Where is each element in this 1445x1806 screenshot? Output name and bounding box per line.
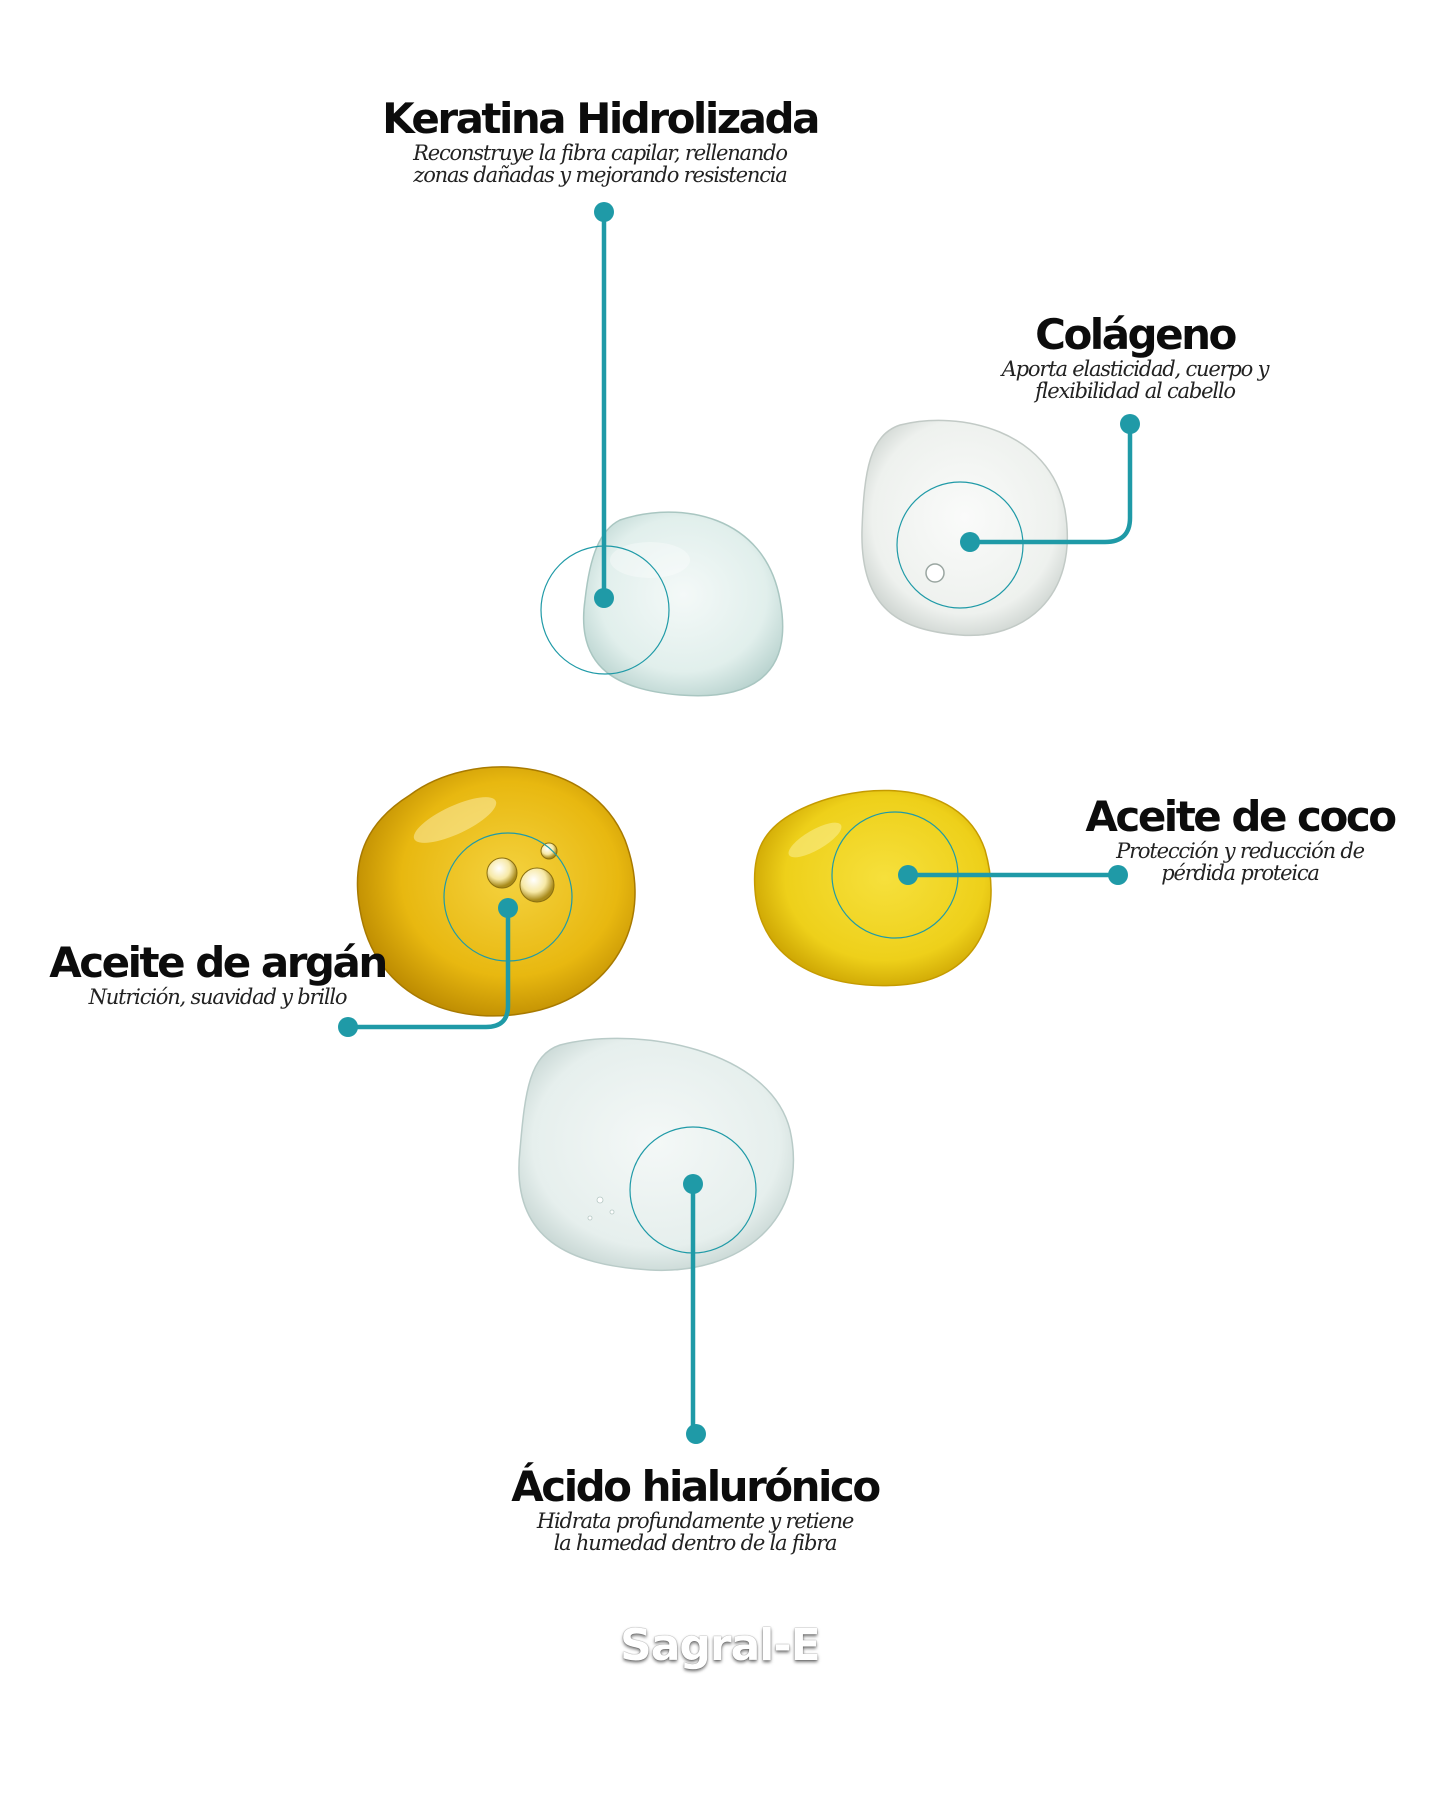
argan-center-dot xyxy=(498,898,518,918)
brand-logo-text: Sagral-E xyxy=(620,1620,821,1671)
acido-label: Ácido hialurónico Hidrata profundamente … xyxy=(480,1462,910,1555)
coco-center-dot xyxy=(898,865,918,885)
acido-title: Ácido hialurónico xyxy=(511,1462,881,1511)
colageno-center-dot xyxy=(960,532,980,552)
acido-desc-line-1: Hidrata profundamente y retiene xyxy=(536,1509,855,1533)
acido-center-dot xyxy=(683,1174,703,1194)
colageno-focus-ring xyxy=(896,481,1024,609)
keratina-end-dot xyxy=(594,202,614,222)
keratina-title: Keratina Hidrolizada xyxy=(382,94,820,143)
acido-desc-line-2: la humedad dentro de la fibra xyxy=(553,1531,838,1555)
colageno-label: Colágeno Aporta elasticidad, cuerpo y fl… xyxy=(990,310,1280,403)
colageno-title: Colágeno xyxy=(1035,310,1237,359)
coco-desc-line-2: pérdida proteica xyxy=(1161,861,1320,885)
argan-connector xyxy=(345,905,511,1030)
coco-description: Protección y reducción de pérdida protei… xyxy=(1075,840,1405,884)
colageno-connector xyxy=(967,421,1133,545)
coco-end-dot xyxy=(1108,865,1128,885)
keratina-desc-line-1: Reconstruye la fibra capilar, rellenando xyxy=(413,141,788,165)
coco-drop xyxy=(753,789,992,987)
keratina-drop xyxy=(582,511,784,697)
argan-end-dot xyxy=(338,1017,358,1037)
keratina-center-dot xyxy=(594,588,614,608)
argan-title: Aceite de argán xyxy=(49,938,388,987)
acido-end-dot xyxy=(686,1424,706,1444)
keratina-desc-line-2: zonas dañadas y mejorando resistencia xyxy=(413,163,787,187)
acido-description: Hidrata profundamente y retiene la humed… xyxy=(480,1510,910,1554)
colageno-desc-line-2: flexibilidad al cabello xyxy=(1035,379,1236,403)
colageno-end-dot xyxy=(1120,414,1140,434)
coco-desc-line-1: Protección y reducción de xyxy=(1116,839,1365,863)
keratina-label: Keratina Hidrolizada Reconstruye la fibr… xyxy=(340,94,860,187)
argan-label: Aceite de argán Nutrición, suavidad y br… xyxy=(45,938,390,1009)
colageno-description: Aporta elasticidad, cuerpo y flexibilida… xyxy=(990,358,1280,402)
colageno-desc-line-1: Aporta elasticidad, cuerpo y xyxy=(1001,357,1270,381)
argan-drop xyxy=(356,766,636,1017)
argan-desc-line-1: Nutrición, suavidad y brillo xyxy=(88,985,348,1009)
keratina-description: Reconstruye la fibra capilar, rellenando… xyxy=(340,142,860,186)
coco-title: Aceite de coco xyxy=(1085,792,1397,841)
brand-logo: Sagral-E xyxy=(600,1612,850,1712)
argan-description: Nutrición, suavidad y brillo xyxy=(45,986,390,1008)
colageno-drop xyxy=(861,419,1068,637)
coco-label: Aceite de coco Protección y reducción de… xyxy=(1075,792,1405,885)
acido-drop xyxy=(518,1037,795,1272)
